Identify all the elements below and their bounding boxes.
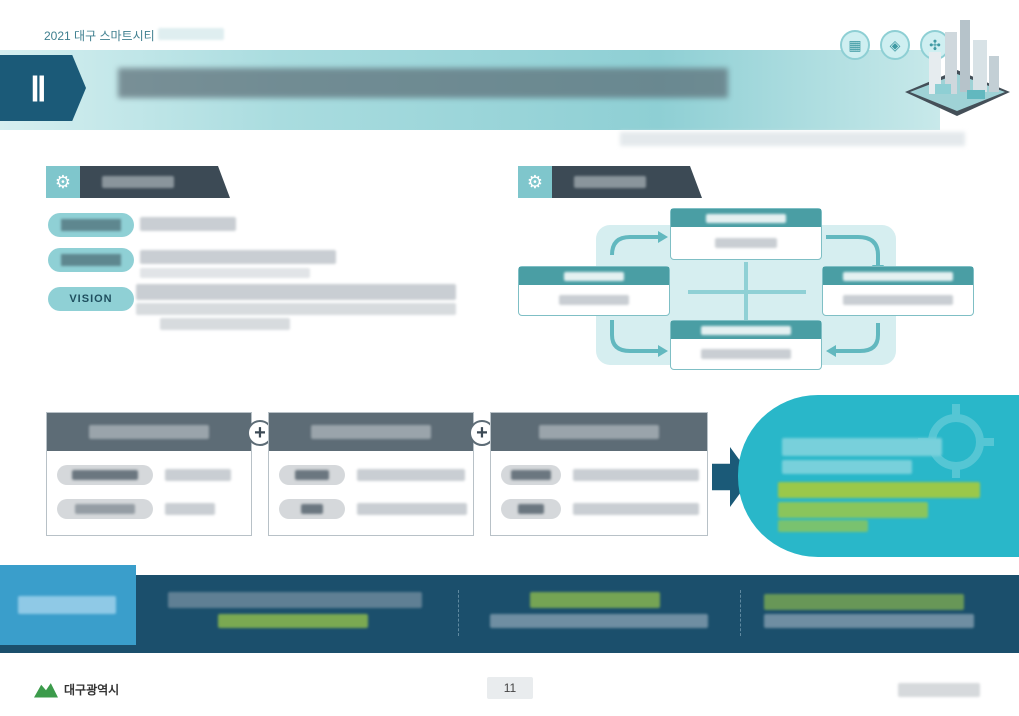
redacted-list-value-1 — [140, 217, 236, 231]
redacted-bottom-col1-b — [218, 614, 368, 628]
process-card-2-row-1 — [279, 465, 465, 485]
gear-icon: ⚙ — [46, 166, 80, 198]
car-icon: ◈ — [880, 30, 910, 60]
process-card-2 — [268, 412, 474, 536]
redacted-footer-right — [898, 683, 980, 697]
diagram-box-top-head — [671, 209, 821, 227]
process-card-3-row-1 — [501, 465, 699, 485]
redacted-text — [706, 213, 786, 223]
left-section-label — [80, 166, 230, 198]
left-section-header: ⚙ — [46, 166, 230, 198]
redacted-text — [843, 295, 953, 305]
bottom-divider-1 — [458, 590, 459, 636]
right-section-label — [552, 166, 702, 198]
redacted-result-highlight-3 — [778, 520, 868, 532]
diagram-box-bottom-body — [671, 339, 821, 369]
redacted-text — [564, 271, 624, 281]
footer-logo: 대구광역시 — [34, 681, 119, 698]
mini-pill — [57, 465, 153, 485]
redacted-text — [573, 503, 699, 515]
redacted-text — [61, 219, 121, 231]
redacted-text — [165, 503, 215, 515]
mini-pill — [501, 465, 561, 485]
redacted-result-highlight-2 — [778, 502, 928, 518]
diagram-box-right — [822, 266, 974, 316]
redacted-text — [701, 349, 791, 359]
daegu-logo-icon — [34, 683, 58, 698]
redacted-text — [843, 271, 953, 281]
mini-pill — [57, 499, 153, 519]
redacted-bottom-col2-a — [530, 592, 660, 608]
process-card-1-row-1 — [57, 465, 231, 485]
redacted-result-highlight-1 — [778, 482, 980, 498]
list-item-1-pill — [48, 213, 134, 237]
redacted-text — [61, 254, 121, 266]
mini-pill — [279, 499, 345, 519]
diagram-box-left-head — [519, 267, 669, 285]
redacted-bottom-col3-a — [764, 594, 964, 610]
building-icon: ▦ — [840, 30, 870, 60]
redacted-bottom-col3-b — [764, 614, 974, 628]
diagram-box-bottom-head — [671, 321, 821, 339]
redacted-vision-text-1 — [136, 284, 456, 300]
process-card-2-head — [269, 413, 473, 451]
redacted-text — [357, 503, 467, 515]
diagram-box-top-body — [671, 227, 821, 259]
bottom-divider-2 — [740, 590, 741, 636]
vision-label: VISION — [69, 293, 113, 305]
mini-pill — [501, 499, 561, 519]
redacted-bottom-label — [18, 596, 116, 614]
redacted-vision-text-3 — [160, 318, 290, 330]
redacted-bottom-col2-b — [490, 614, 708, 628]
redacted-result-line-2 — [782, 460, 912, 474]
diagram-box-left — [518, 266, 670, 316]
diagram-box-right-head — [823, 267, 973, 285]
redacted-text — [701, 325, 791, 335]
year-note: 2021 대구 스마트시티 — [44, 29, 155, 43]
gear-icon: ⚙ — [518, 166, 552, 198]
process-card-2-row-2 — [279, 499, 467, 519]
diagram-box-top — [670, 208, 822, 260]
redacted-subtitle — [620, 132, 965, 146]
redacted-text — [559, 295, 629, 305]
redacted-header-text — [158, 28, 224, 40]
process-card-1-row-2 — [57, 499, 215, 519]
list-item-vision-pill: VISION — [48, 287, 134, 311]
smart-city-illustration — [905, 20, 1010, 116]
section-numeral: Ⅱ — [30, 72, 47, 109]
right-section-header: ⚙ — [518, 166, 702, 198]
redacted-list-value-2b — [140, 268, 310, 278]
redacted-list-value-2 — [140, 250, 336, 264]
process-card-3-head — [491, 413, 707, 451]
redacted-text — [715, 238, 777, 248]
diagram-box-bottom — [670, 320, 822, 370]
redacted-text — [165, 469, 231, 481]
page-number: 11 — [487, 677, 533, 699]
redacted-result-line-1 — [782, 438, 942, 456]
org-name: 대구광역시 — [64, 683, 120, 697]
redacted-text — [573, 469, 699, 481]
redacted-text — [357, 469, 465, 481]
redacted-text — [539, 425, 659, 439]
redacted-title — [118, 68, 728, 98]
list-item-2-pill — [48, 248, 134, 272]
diagram-box-right-body — [823, 285, 973, 315]
process-card-1-head — [47, 413, 251, 451]
redacted-text — [102, 176, 174, 188]
redacted-bottom-col1-a — [168, 592, 422, 608]
redacted-text — [574, 176, 646, 188]
redacted-text — [89, 425, 209, 439]
header-icons: ▦ ◈ ✣ — [840, 30, 950, 60]
section-number-box — [0, 55, 86, 121]
redacted-text — [311, 425, 431, 439]
redacted-vision-text-2 — [136, 303, 456, 315]
process-card-3 — [490, 412, 708, 536]
process-card-3-row-2 — [501, 499, 699, 519]
mini-pill — [279, 465, 345, 485]
diagram-box-left-body — [519, 285, 669, 315]
process-card-1 — [46, 412, 252, 536]
arrow-horizontal — [688, 290, 806, 294]
